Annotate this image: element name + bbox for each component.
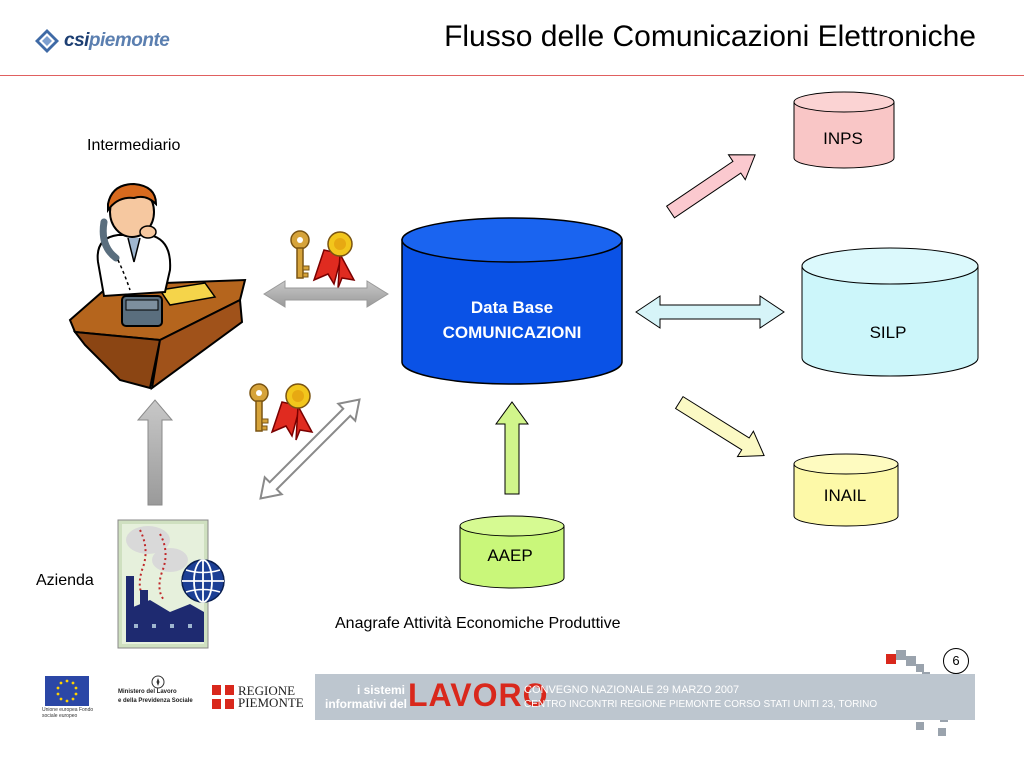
db-inail-arrow bbox=[674, 395, 765, 458]
regione-line1: REGIONE bbox=[238, 683, 296, 698]
key-icon bbox=[249, 383, 269, 432]
person-on-phone-icon bbox=[68, 182, 247, 391]
inail-label: INAIL bbox=[824, 486, 867, 505]
regione-line2: PIEMONTE bbox=[238, 695, 304, 710]
banner-convegno-location: CENTRO INCONTRI REGIONE PIEMONTE CORSO S… bbox=[524, 699, 878, 710]
db-label-line2: COMUNICAZIONI bbox=[443, 323, 582, 342]
inail-cylinder bbox=[793, 453, 899, 527]
key-icon bbox=[290, 230, 310, 279]
award-ribbon-icon bbox=[312, 231, 356, 289]
banner-line1: i sistemi bbox=[356, 683, 405, 697]
csi-piemonte-logo: csipiemonte bbox=[34, 24, 170, 58]
aaep-cylinder bbox=[459, 515, 565, 589]
diamond-logo-icon bbox=[35, 29, 59, 53]
azienda-db-arrow bbox=[259, 398, 361, 500]
logo-text: csipiemonte bbox=[64, 30, 170, 51]
inps-cylinder bbox=[793, 91, 895, 169]
ministero-logo bbox=[108, 674, 208, 714]
db-label-line1: Data Base bbox=[471, 298, 553, 317]
convegno-banner bbox=[315, 674, 975, 720]
eu-caption: Unione europea Fondo sociale europeo bbox=[42, 707, 94, 719]
db-inps-arrow bbox=[665, 154, 756, 219]
emblem-icon bbox=[151, 675, 165, 689]
ministero-line1: Ministero del Lavoro bbox=[118, 689, 177, 695]
db-silp-arrow bbox=[635, 295, 785, 329]
aaep-db-arrow bbox=[495, 401, 529, 495]
banner-line2: informativi del bbox=[325, 697, 408, 711]
intermediario-label: Intermediario bbox=[87, 137, 181, 154]
banner-lavoro: LAVORO bbox=[408, 677, 549, 713]
globe-icon bbox=[181, 559, 225, 603]
regione-flag-icon bbox=[212, 685, 234, 709]
intermediario-db-arrow bbox=[263, 280, 389, 308]
factory-icon bbox=[117, 519, 209, 649]
database-comunicazioni-cylinder bbox=[401, 217, 623, 385]
regione-piemonte-logo: REGIONE PIEMONTE bbox=[212, 684, 304, 710]
silp-cylinder bbox=[801, 247, 979, 377]
award-ribbon-icon bbox=[270, 383, 314, 441]
page-title: Flusso delle Comunicazioni Elettroniche bbox=[444, 20, 976, 53]
page-number-badge: 6 bbox=[943, 648, 969, 674]
ministero-text: Ministero del Lavoro e della Previdenza … bbox=[118, 688, 193, 706]
regione-text: REGIONE PIEMONTE bbox=[238, 683, 304, 710]
banner-subtitle: i sistemi informativi del bbox=[325, 683, 408, 711]
header-divider bbox=[0, 75, 1024, 76]
azienda-label: Azienda bbox=[36, 572, 94, 589]
aaep-label: AAEP bbox=[487, 546, 532, 565]
inps-label: INPS bbox=[823, 129, 863, 148]
banner-convegno-date: CONVEGNO NAZIONALE 29 MARZO 2007 bbox=[524, 684, 740, 696]
ministero-line2: e della Previdenza Sociale bbox=[118, 698, 193, 704]
azienda-intermediario-arrow bbox=[136, 399, 174, 506]
silp-label: SILP bbox=[870, 323, 907, 342]
eu-flag-icon bbox=[45, 676, 89, 706]
aaep-caption: Anagrafe Attività Economiche Produttive bbox=[335, 615, 621, 632]
